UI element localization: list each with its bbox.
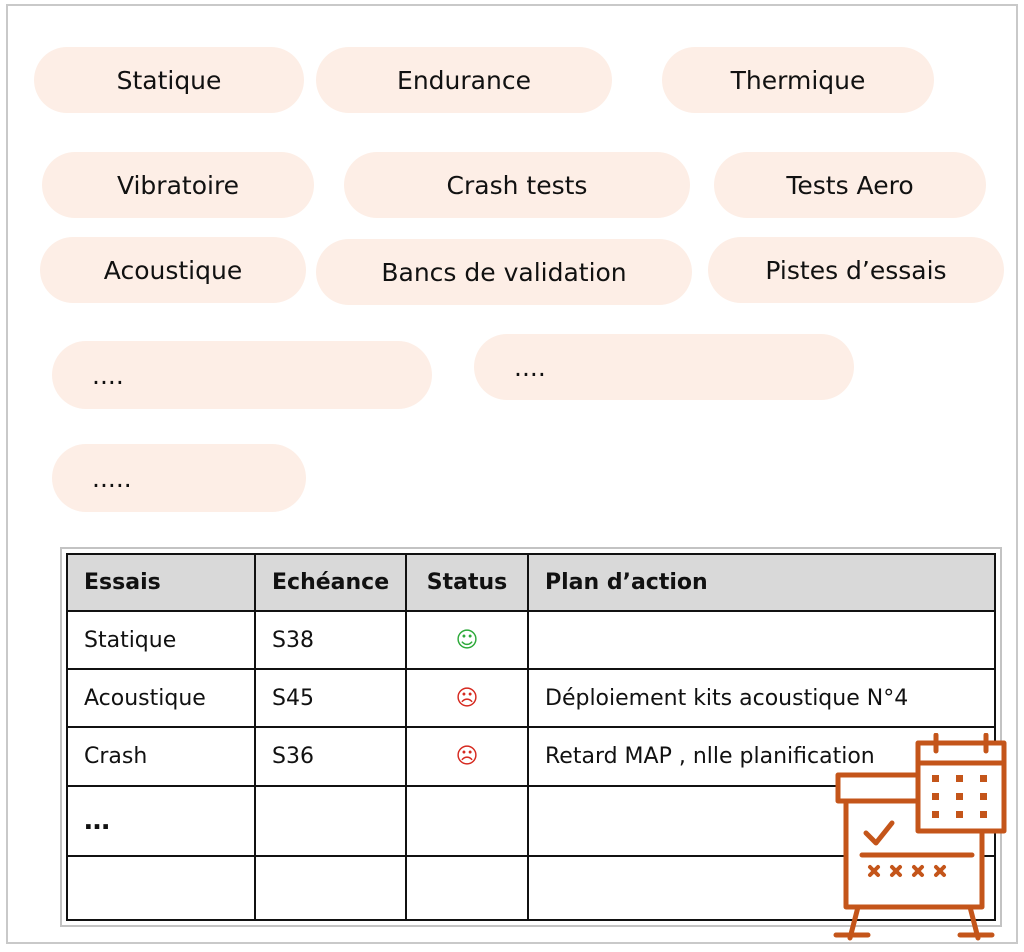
table-row: Acoustique S45 ☹ Déploiement kits acoust… [66, 668, 996, 729]
category-pill-vibratoire: Vibratoire [42, 152, 314, 218]
cell-status [405, 854, 529, 922]
category-pill-placeholder: .... [52, 341, 432, 409]
sad-face-icon: ☹ [455, 685, 479, 711]
cell-echeance: S36 [254, 726, 407, 787]
cell-essai: Acoustique [66, 668, 256, 729]
schedule-planning-board-icon [833, 733, 1007, 941]
category-pill-thermique: Thermique [662, 47, 934, 113]
cell-plan-action [527, 610, 996, 671]
cell-status: ☹ [405, 726, 529, 787]
category-pill-endurance: Endurance [316, 47, 612, 113]
category-pill-placeholder: ..... [52, 444, 306, 512]
category-pill-crash-tests: Crash tests [344, 152, 690, 218]
category-pill-bancs-de-validation: Bancs de validation [316, 239, 692, 305]
cell-status [405, 784, 529, 857]
cell-essai [66, 854, 256, 922]
table-row: Crash S36 ☹ Retard MAP , nlle planificat… [66, 726, 996, 787]
category-pill-statique: Statique [34, 47, 304, 113]
category-pill-pistes-essais: Pistes d’essais [708, 237, 1004, 303]
cell-essai: Crash [66, 726, 256, 787]
cell-echeance: S45 [254, 668, 407, 729]
table-row: Statique S38 ☺ [66, 610, 996, 671]
category-pill-placeholder: .... [474, 334, 854, 400]
category-pill-tests-aero: Tests Aero [714, 152, 986, 218]
test-tracking-table-container: Essais Echéance Status Plan d’action Sta… [60, 547, 1002, 927]
category-pill-acoustique: Acoustique [40, 237, 306, 303]
page-frame [6, 4, 1018, 944]
cell-plan-action: Déploiement kits acoustique N°4 [527, 668, 996, 729]
happy-face-icon: ☺ [455, 627, 479, 653]
cell-status: ☺ [405, 610, 529, 671]
column-header-status: Status [405, 552, 529, 613]
cell-echeance: S38 [254, 610, 407, 671]
sad-face-icon: ☹ [455, 744, 479, 770]
cell-essai: Statique [66, 610, 256, 671]
cell-status: ☹ [405, 668, 529, 729]
table-header-row: Essais Echéance Status Plan d’action [66, 552, 996, 613]
column-header-echeance: Echéance [254, 552, 407, 613]
cell-essai: … [66, 784, 256, 857]
cell-echeance [254, 784, 407, 857]
cell-echeance [254, 854, 407, 922]
column-header-essais: Essais [66, 552, 256, 613]
column-header-plan-action: Plan d’action [527, 552, 996, 613]
